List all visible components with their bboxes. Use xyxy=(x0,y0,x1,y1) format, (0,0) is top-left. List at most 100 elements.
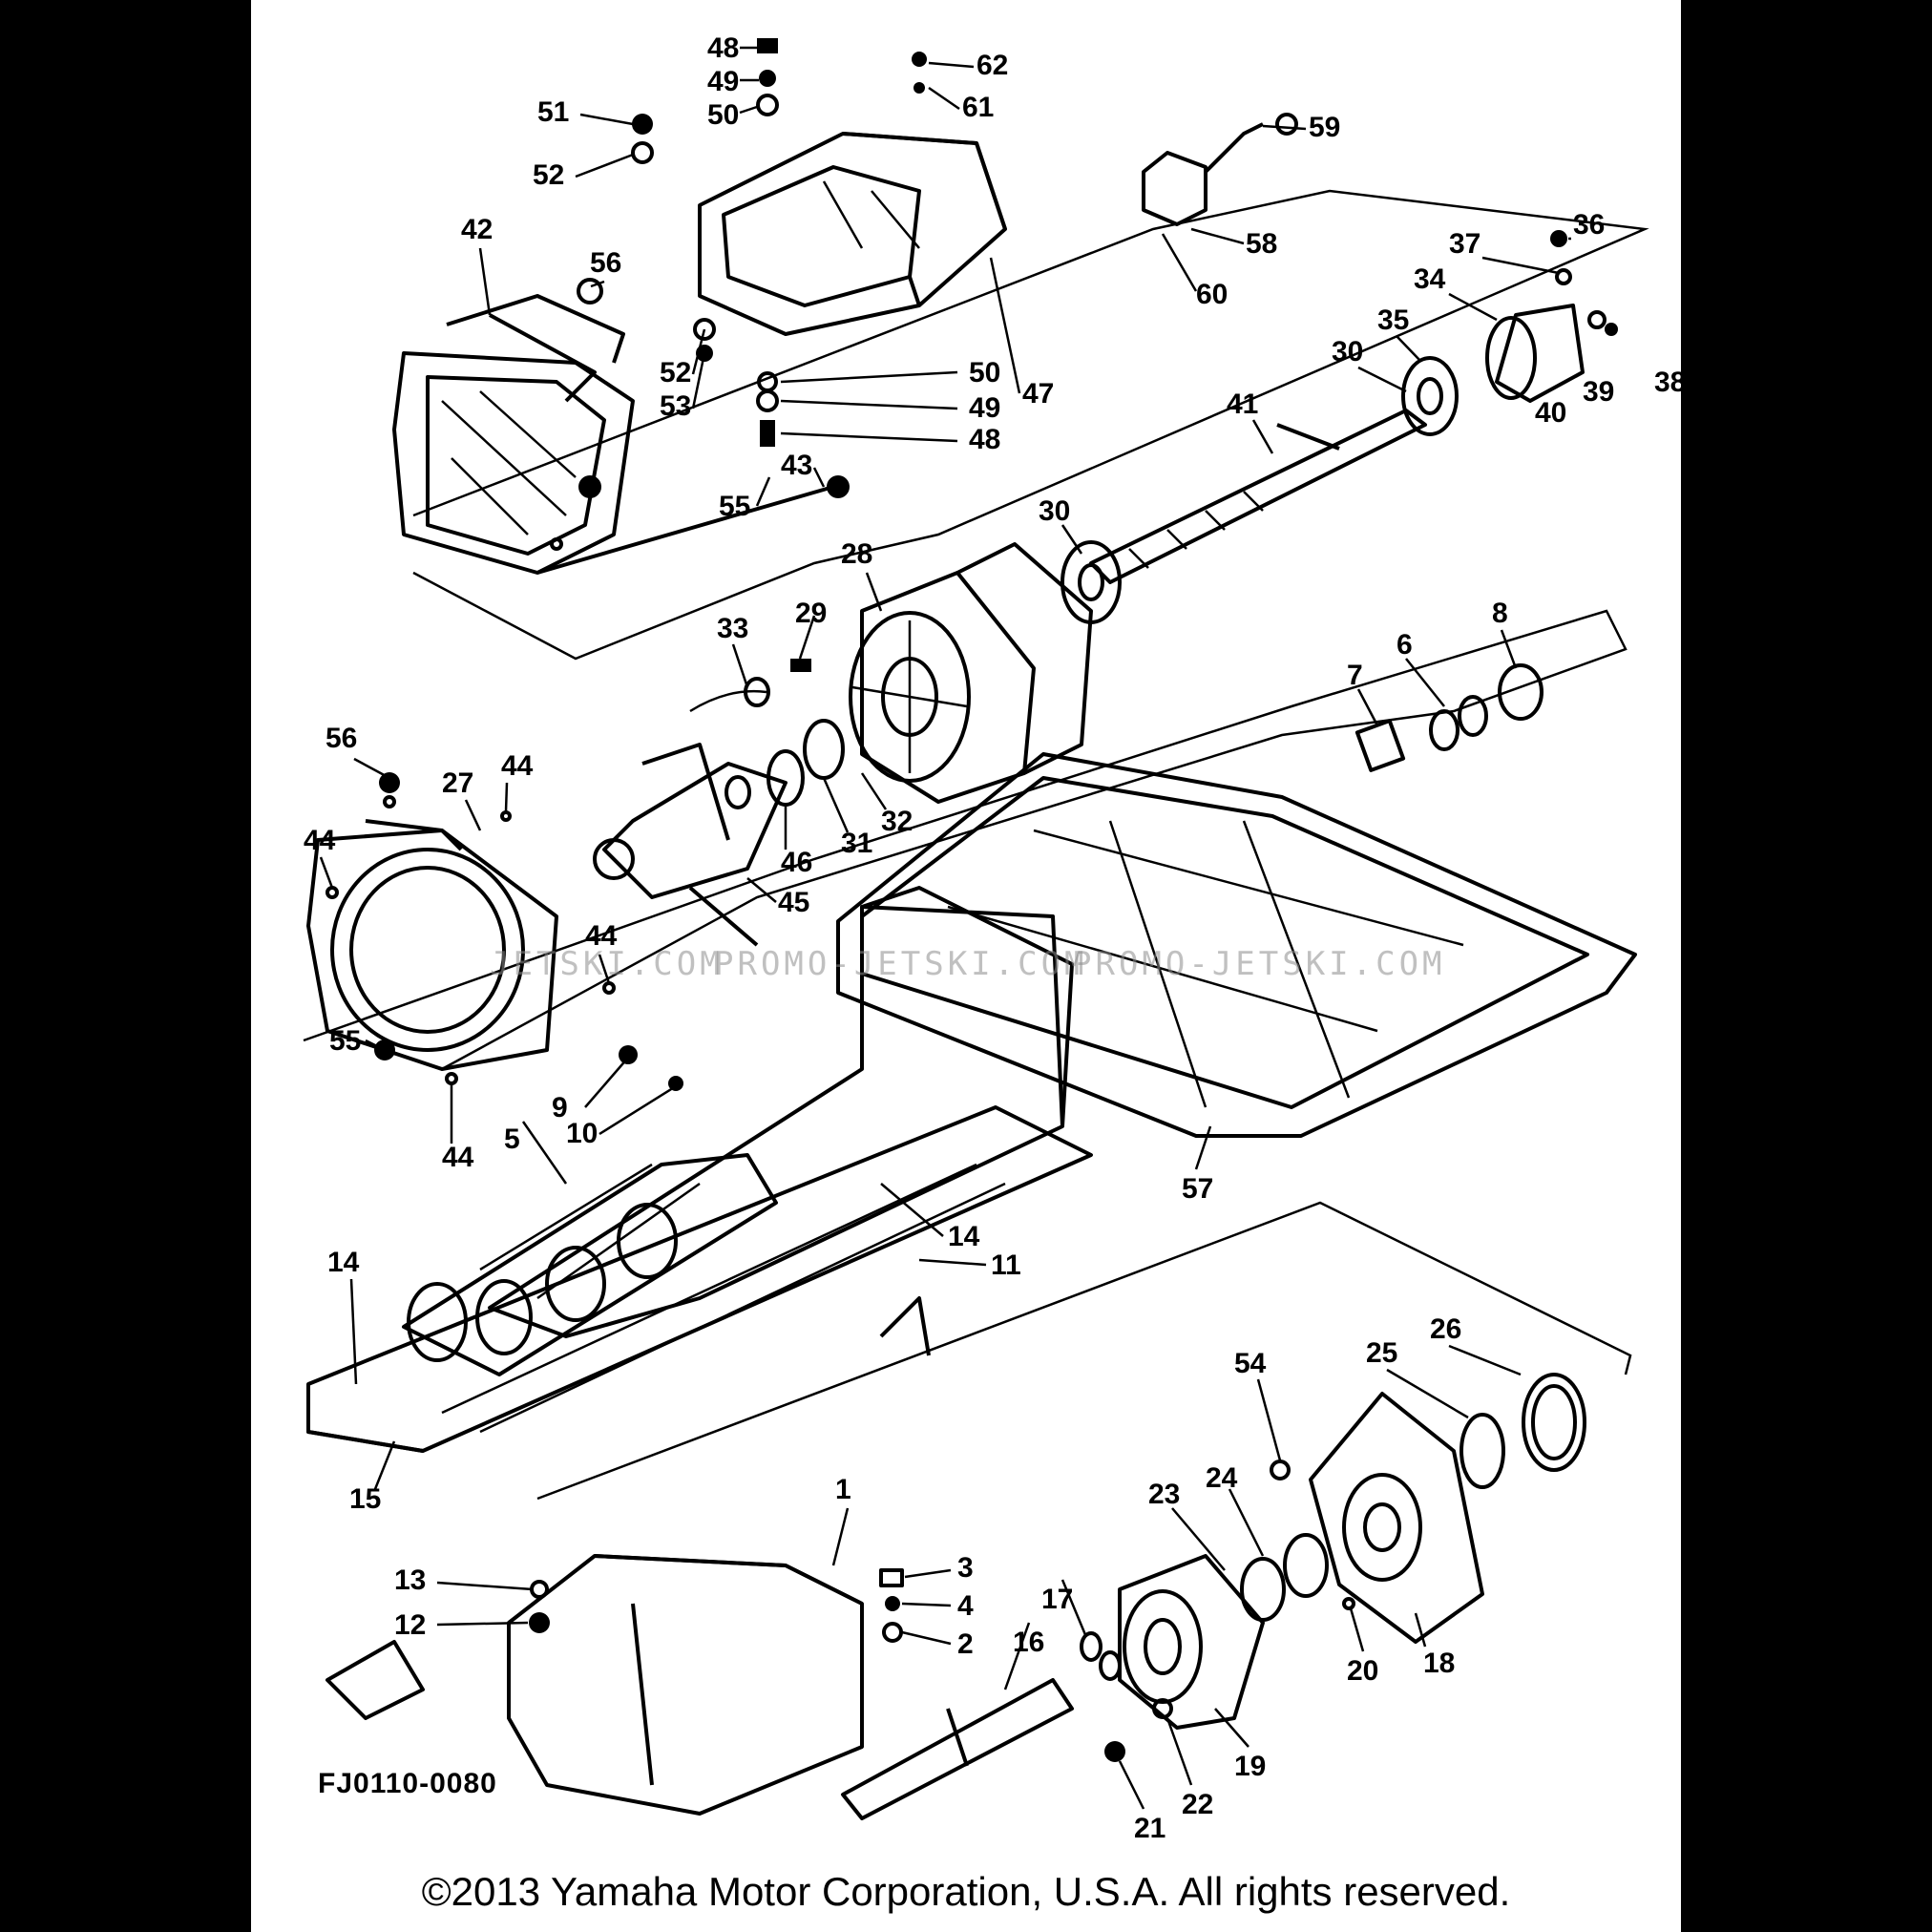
callout: 44 xyxy=(585,920,618,952)
part-58-nozzle xyxy=(1142,113,1298,226)
callout: 47 xyxy=(1022,378,1054,410)
callout: 49 xyxy=(707,66,739,97)
callout: 6 xyxy=(1396,629,1413,661)
exploded-parts-diagram: 48 49 50 62 61 59 51 52 42 56 58 60 36 3… xyxy=(303,32,1681,1844)
leader-lines xyxy=(319,46,1571,1810)
callout: 40 xyxy=(1535,397,1566,429)
lower-group-frame xyxy=(536,1201,1632,1501)
part-41-drive-shaft xyxy=(1089,409,1427,584)
drawing-code: FJ0110-0080 xyxy=(318,1768,497,1799)
callout: 24 xyxy=(1206,1462,1238,1494)
watermark-2: PROMO-JETSKI.COM xyxy=(714,945,1088,983)
callout: 4 xyxy=(957,1590,974,1622)
callout: 37 xyxy=(1449,228,1480,260)
part-18-end-cover xyxy=(1309,1392,1484,1644)
callout: 11 xyxy=(991,1250,1021,1281)
callout: 52 xyxy=(533,159,564,191)
callout: 49 xyxy=(969,392,1000,424)
callout: 20 xyxy=(1347,1655,1378,1687)
callout: 35 xyxy=(1377,304,1409,336)
callout: 5 xyxy=(504,1124,520,1155)
callout: 26 xyxy=(1430,1313,1461,1345)
callout: 33 xyxy=(717,613,748,644)
callout: 50 xyxy=(707,99,739,131)
part-28-impeller-case xyxy=(849,542,1093,804)
rings-right-middle xyxy=(1354,663,1544,772)
small-fasteners-lower xyxy=(529,1460,1355,1762)
callout: 27 xyxy=(442,767,473,799)
callout: 14 xyxy=(327,1247,360,1278)
callout: 56 xyxy=(326,723,357,754)
part-5-pump-body xyxy=(402,886,1074,1376)
callout: 55 xyxy=(329,1025,361,1057)
callout: 61 xyxy=(962,92,994,123)
callout: 1 xyxy=(835,1474,851,1505)
part-16-shaft xyxy=(841,1678,1074,1820)
callout: 52 xyxy=(660,357,691,388)
callout: 51 xyxy=(537,96,569,128)
diagram-sheet: 48 49 50 62 61 59 51 52 42 56 58 60 36 3… xyxy=(251,0,1681,1932)
callout-labels: 48 49 50 62 61 59 51 52 42 56 58 60 36 3… xyxy=(304,32,1681,1844)
callout: 62 xyxy=(976,50,1008,81)
callout: 21 xyxy=(1134,1813,1166,1844)
callout: 18 xyxy=(1423,1648,1455,1679)
callout: 8 xyxy=(1492,598,1508,629)
callout: 31 xyxy=(841,828,872,859)
callout: 58 xyxy=(1246,228,1277,260)
callout: 14 xyxy=(948,1221,980,1252)
callout: 54 xyxy=(1234,1348,1267,1379)
callout: 46 xyxy=(781,847,812,878)
callout: 32 xyxy=(881,806,913,837)
callout: 23 xyxy=(1148,1479,1180,1510)
bearings-upper xyxy=(1060,304,1585,624)
callout: 44 xyxy=(442,1142,474,1173)
callout: 12 xyxy=(394,1609,426,1641)
callout: 9 xyxy=(552,1092,568,1124)
callout: 7 xyxy=(1347,660,1363,691)
callout: 60 xyxy=(1196,279,1228,310)
part-47-impeller-housing xyxy=(698,132,1007,336)
copyright-notice: ©2013 Yamaha Motor Corporation, U.S.A. A… xyxy=(421,1869,1511,1914)
callout: 48 xyxy=(969,424,1000,455)
callout: 56 xyxy=(590,247,621,279)
callout: 48 xyxy=(707,32,739,64)
callout: 30 xyxy=(1332,336,1363,368)
part-42-duct-housing xyxy=(392,294,635,575)
part-27-intake-duct xyxy=(306,819,558,1071)
callout: 30 xyxy=(1039,495,1070,527)
small-fasteners-upper xyxy=(550,38,1618,551)
callout: 25 xyxy=(1366,1337,1397,1369)
rings-lower xyxy=(1240,1533,1329,1622)
callout: 55 xyxy=(719,491,750,522)
part-45-impeller xyxy=(593,743,788,947)
callout: 38 xyxy=(1654,367,1681,398)
callout: 34 xyxy=(1414,263,1446,295)
seals-lower xyxy=(1460,1373,1586,1489)
part-11-bottom-plate xyxy=(306,1105,1093,1453)
callout: 59 xyxy=(1309,112,1340,143)
callout: 19 xyxy=(1234,1751,1266,1782)
callout: 39 xyxy=(1583,376,1614,408)
small-fasteners-middle xyxy=(326,772,683,1091)
callout: 3 xyxy=(957,1552,974,1584)
callout: 53 xyxy=(660,390,691,422)
callout: 44 xyxy=(304,825,336,856)
watermark-3: PROMO-JETSKI.COM xyxy=(1072,945,1446,983)
callout: 28 xyxy=(841,538,872,570)
callout: 45 xyxy=(778,887,809,918)
callout: 50 xyxy=(969,357,1000,388)
part-43-long-bolt xyxy=(536,475,850,575)
callout: 44 xyxy=(501,750,534,782)
callout: 42 xyxy=(461,214,493,245)
callout: 57 xyxy=(1182,1173,1213,1205)
callout: 17 xyxy=(1041,1584,1073,1615)
callout: 22 xyxy=(1182,1789,1213,1820)
part-1-cover xyxy=(326,1554,864,1816)
watermark-1: JETSKI.COM xyxy=(490,945,724,983)
callout: 13 xyxy=(394,1564,426,1596)
callout: 43 xyxy=(781,450,812,481)
callout: 2 xyxy=(957,1628,974,1660)
callout: 36 xyxy=(1573,209,1605,241)
callout: 41 xyxy=(1227,388,1258,420)
callout: 10 xyxy=(566,1118,598,1149)
